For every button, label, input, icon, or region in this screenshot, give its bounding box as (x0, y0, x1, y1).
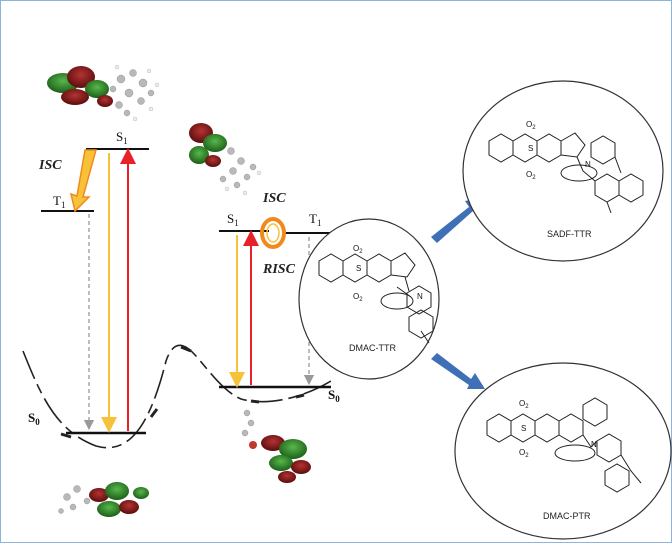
dmac-ptr-o2-top: O2 (519, 399, 529, 410)
left-s1-label: S1 (116, 129, 128, 146)
dmac-ttr-circle (298, 218, 440, 380)
right-s0-label: S0 (328, 387, 340, 404)
dmac-ttr-name: DMAC-TTR (349, 343, 396, 353)
orbital-bottom-center (241, 409, 311, 483)
dmac-ptr-n-label: N (591, 440, 597, 449)
curve-tick (250, 399, 260, 404)
dmac-ptr-o2-bottom: O2 (519, 448, 529, 459)
orbital-top-left (47, 64, 160, 122)
curve-tick (295, 393, 305, 399)
dmac-ttr-o2-label-2: O2 (353, 292, 363, 303)
sadf-ttr-name: SADF-TTR (547, 229, 592, 239)
sadf-ttr-s-label: S (528, 144, 533, 153)
right-isc-label: ISC (262, 191, 286, 206)
sadf-ttr-structure (488, 132, 644, 214)
dmac-ptr-name: DMAC-PTR (543, 511, 591, 521)
isc-risc-cycle-icon (260, 217, 286, 249)
dmac-ttr-o2-label: O2 (353, 244, 363, 255)
curve-tick (149, 408, 159, 418)
left-isc-label: ISC (38, 158, 62, 173)
dmac-ptr-circle (454, 362, 672, 540)
orbital-bottom-left (58, 482, 149, 517)
arrow-to-dmac-ptr (431, 353, 485, 389)
curve-tick (60, 432, 72, 439)
dmac-ttr-s-label: S (356, 264, 361, 273)
sadf-ttr-o2-bottom: O2 (526, 170, 536, 181)
dmac-ptr-structure (486, 397, 642, 493)
dmac-ptr-s-label: S (521, 424, 526, 433)
right-t1-label: T1 (309, 211, 321, 228)
sadf-ttr-n-label: N (585, 160, 591, 169)
sadf-ttr-circle (462, 80, 664, 262)
curve-tick (180, 345, 192, 353)
dmac-ttr-structure (318, 252, 434, 344)
arrow-to-sadf-ttr (431, 197, 483, 243)
isc-risc-cycle-inner (266, 223, 280, 243)
dmac-ttr-n-label: N (417, 292, 423, 301)
right-s1-label: S1 (227, 211, 239, 228)
orbital-middle (189, 123, 262, 196)
left-isc-arrow (69, 149, 97, 213)
left-s0-label: S0 (28, 410, 40, 427)
sadf-ttr-o2-top: O2 (526, 120, 536, 131)
right-risc-label: RISC (262, 262, 296, 277)
left-t1-label: T1 (53, 193, 65, 210)
